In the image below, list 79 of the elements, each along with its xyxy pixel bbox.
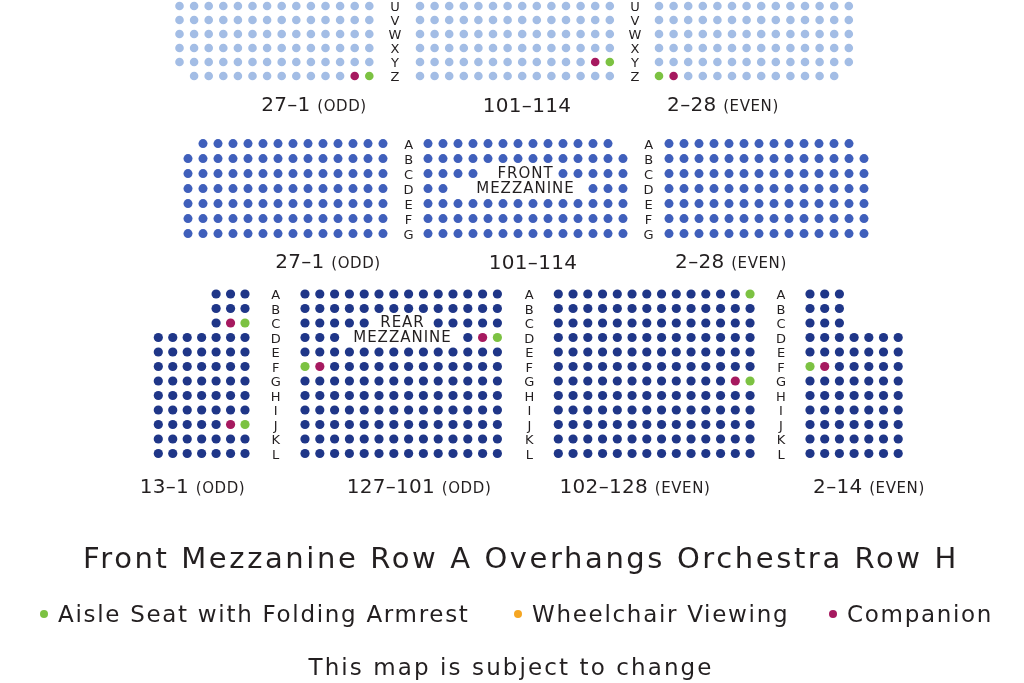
row-letter: U [630,0,640,13]
row-letter: G [775,374,787,388]
row-letter: K [776,432,786,446]
row-letter: W [388,27,402,41]
seat-range-label: 101–114 [482,94,572,116]
row-letter: E [776,345,786,359]
legend-label: Aisle Seat with Folding Armrest [58,601,470,627]
row-letter: A [524,287,534,301]
row-letter: A [644,137,654,151]
row-letter: J [779,418,783,431]
row-letter: L [777,447,785,460]
row-letter: X [390,41,400,55]
row-letter: W [628,27,642,41]
row-letter: F [271,360,280,373]
row-letter: I [527,403,532,417]
row-letter: F [404,212,413,226]
row-letter: C [271,316,281,330]
row-letter: G [270,374,281,388]
section-name: REAR MEZZANINE [352,315,453,345]
row-letter: D [776,331,786,344]
row-letter: F [777,360,785,373]
seat-range-label: 102–128 (EVEN) [559,475,711,499]
row-letter: D [270,331,281,344]
row-letter: H [776,389,786,402]
seat-range-label: 127–101 (ODD) [346,475,492,499]
row-letter: D [524,331,535,344]
row-letter: Y [391,55,399,69]
row-letter: L [272,447,280,460]
row-letter: H [524,389,535,402]
legend-label: Wheelchair Viewing [532,601,790,627]
note-text: Front Mezzanine Row A Overhangs Orchestra Row H [83,542,959,574]
row-letter: J [527,418,532,431]
row-letter: E [644,197,653,211]
row-letter: C [776,316,786,330]
row-letter: B [404,152,414,166]
seat-range-label: 13–1 (ODD) [139,475,246,499]
row-letter: I [779,403,783,417]
row-letter: D [403,182,414,196]
seat-range-label: 27–1 (ODD) [261,93,367,117]
row-letter: K [525,432,534,446]
row-letter: L [525,447,533,460]
note-text: This map is subject to change [308,654,714,680]
row-letter: G [643,227,654,241]
row-letter: J [273,418,278,431]
row-letter: C [524,316,534,330]
seat-range-label: 27–1 (ODD) [275,250,381,274]
seat-range-label: 2–28 (EVEN) [675,250,787,274]
row-letter: E [525,345,534,359]
row-letter: V [630,13,640,27]
row-letter: F [525,360,534,373]
row-letter: A [271,287,281,301]
row-letter: Y [631,55,639,69]
row-letter: C [644,167,654,181]
row-letter: C [404,167,414,181]
row-letter: A [404,137,414,151]
seat-range-label: 2–28 (EVEN) [667,93,779,117]
row-letter: F [644,212,653,226]
row-letter: B [776,302,786,315]
row-letter: E [404,197,413,211]
section-name: FRONT MEZZANINE [475,166,576,196]
row-letter: G [524,374,535,388]
row-letter: Z [630,69,640,83]
row-letter: K [271,432,280,446]
seat-range-label: 2–14 (EVEN) [813,475,925,499]
row-letter: B [524,302,534,315]
row-letter: X [630,41,640,55]
row-letter: H [270,389,281,402]
seat-range-label: 101–114 [488,251,578,273]
row-letter: G [403,227,414,241]
row-letter: I [273,403,278,417]
row-letter: E [271,345,280,359]
row-letter: B [271,302,281,315]
row-letter: D [643,182,654,196]
legend-label: Companion [847,601,994,627]
row-letter: B [644,152,654,166]
row-letter: V [390,13,400,27]
row-letter: U [390,0,400,13]
row-letter: A [776,287,786,301]
row-letter: Z [390,69,400,83]
